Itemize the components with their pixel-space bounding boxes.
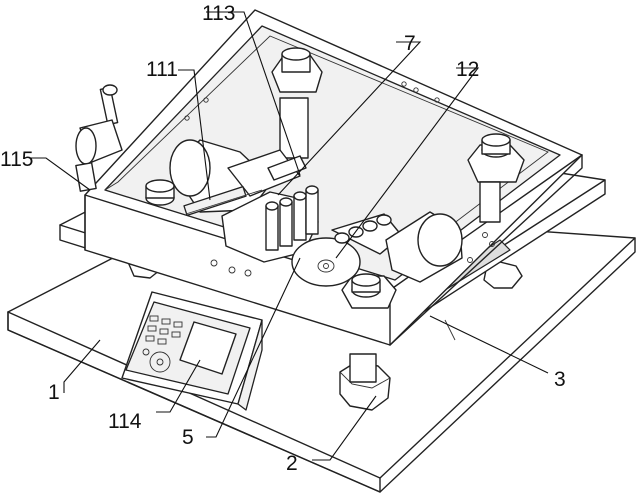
label-113: 113 [202, 2, 235, 25]
label-1: 1 [48, 381, 60, 404]
label-115: 115 [0, 148, 33, 171]
label-2: 2 [286, 452, 298, 475]
label-5: 5 [182, 426, 194, 449]
label-111: 111 [146, 58, 178, 81]
support-legs [127, 255, 523, 411]
label-12: 12 [456, 58, 479, 81]
label-3: 3 [554, 368, 566, 391]
disc-assembly [291, 211, 463, 287]
part-labels: 113 111 7 12 115 1 3 114 5 2 [0, 2, 566, 475]
corner-posts [145, 47, 525, 309]
wall-holes [184, 81, 495, 277]
label-7: 7 [404, 32, 416, 55]
side-handle [75, 84, 123, 192]
cutter-blocks [221, 185, 319, 263]
leader-lines [30, 11, 549, 461]
label-114: 114 [108, 410, 142, 433]
control-box [121, 291, 263, 411]
motor-assembly [169, 139, 307, 216]
